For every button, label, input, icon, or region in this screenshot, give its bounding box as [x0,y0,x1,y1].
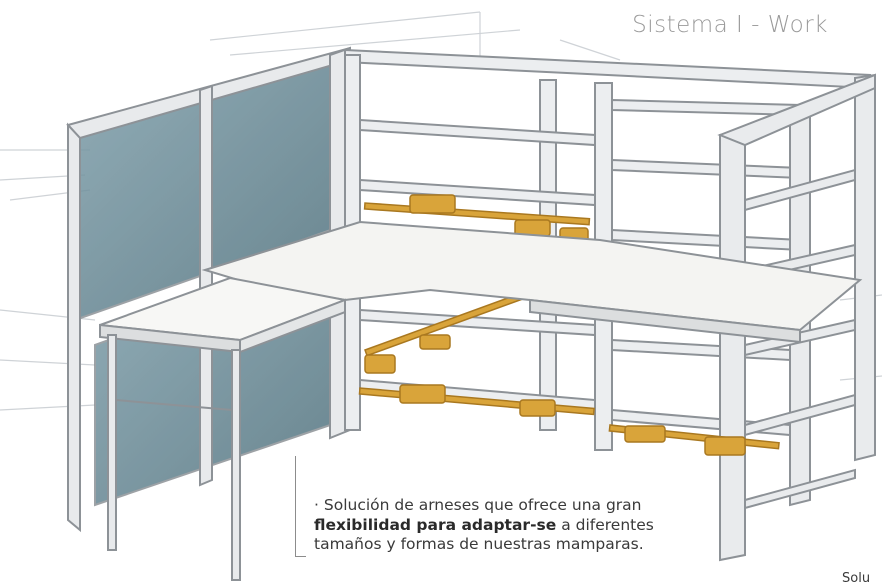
caption-bullet: · [314,496,319,514]
caption-intro: Solución de arneses que ofrece una gran [323,496,642,514]
page-title: Sistema I - Work [632,12,828,38]
caption-rest: a diferentes tamaños y formas de nuestra… [314,515,654,554]
desk [99,220,863,581]
corner-text: Solu [842,571,871,586]
power-harness [358,194,780,456]
callout-line [295,456,306,557]
caption-text: · Solución de arneses que ofrece una gra… [314,496,714,555]
background-sketch-lines [0,11,882,411]
caption-highlight: flexibilidad para adaptar-se [314,515,557,534]
